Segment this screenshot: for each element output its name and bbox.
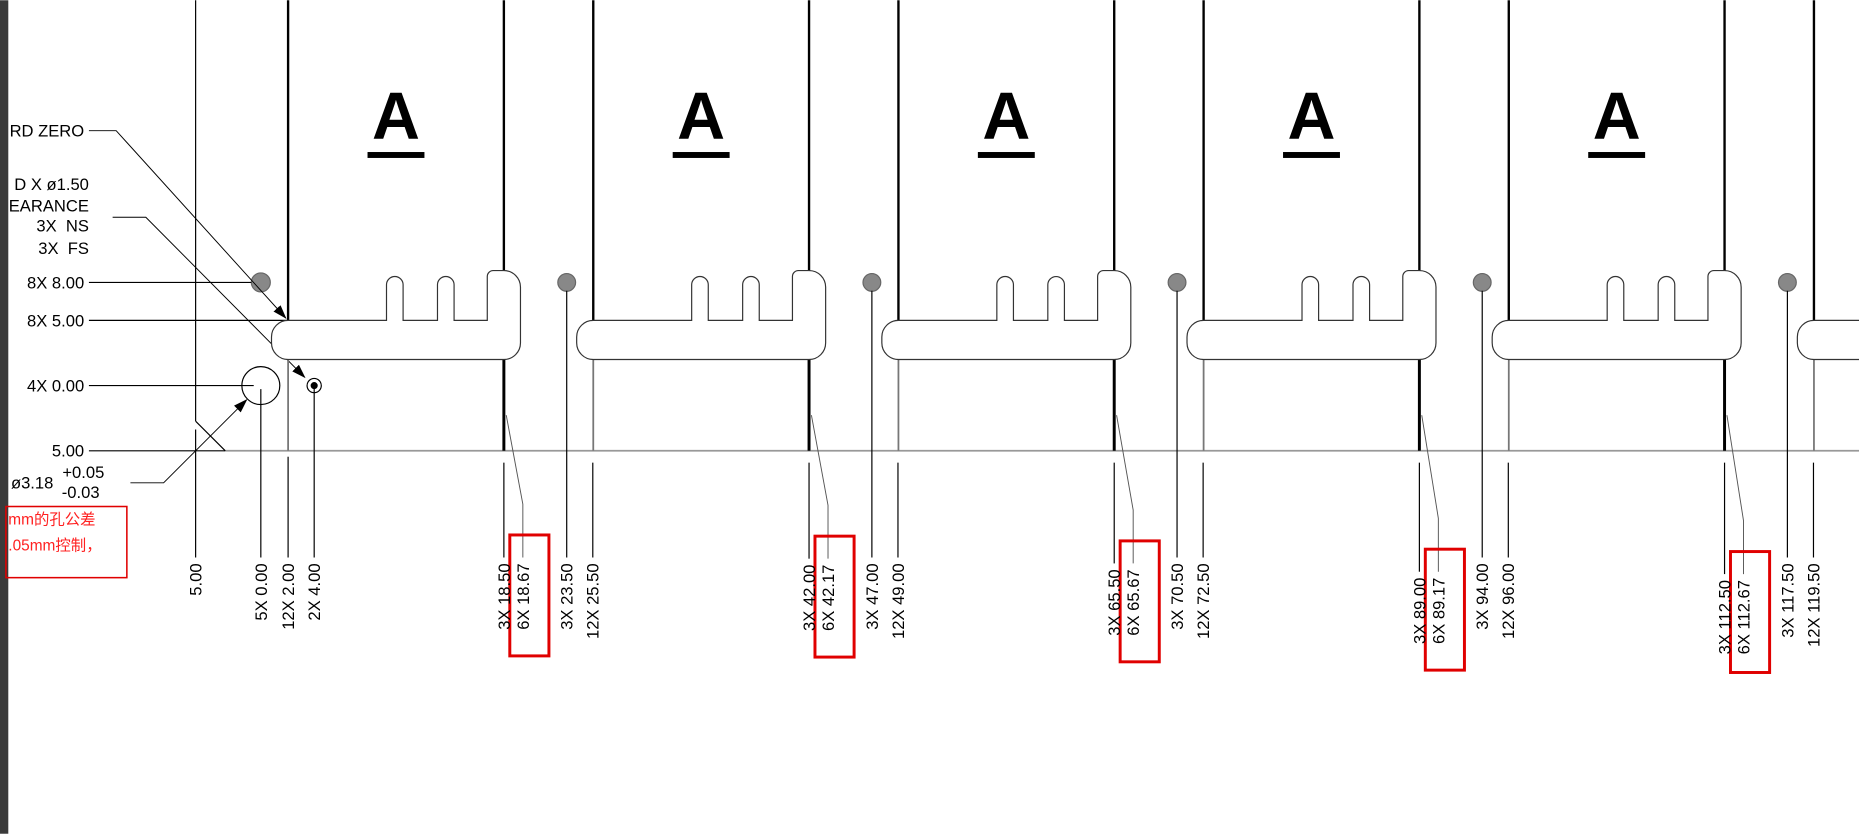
part-outline [576,269,827,361]
dim-label-highlighted: 6X 18.67 [514,563,533,629]
dim-label-edge: 3X 65.50 [1105,569,1124,635]
section-letter: A [372,80,420,154]
dim-label-pin: 3X 23.50 [558,563,577,629]
callout-ns: 3X NS [36,216,89,235]
section-letter-underline [1588,152,1646,158]
pin-dot-icon [1472,272,1492,292]
dim-label-pin: 3X 117.50 [1778,563,1797,637]
pin-dot-icon [1777,272,1797,292]
dim-label-pitch: 12X 96.00 [1499,563,1518,639]
callout-clearance: EARANCE [9,196,89,215]
pin-dot-icon [1167,272,1187,292]
section-letter-underline [672,152,730,158]
callout-datum-zero: RD ZERO [10,122,85,141]
tolerance-plus: +0.05 [62,463,104,482]
note-box [5,505,128,579]
part-outline [1491,269,1742,361]
tolerance-minus: -0.03 [62,483,100,502]
pin-dot-icon [250,272,271,293]
section-letter: A [1288,80,1336,154]
dim-label-highlighted: 6X 42.17 [819,565,838,631]
dim-label-pin: 3X 70.50 [1168,563,1187,629]
callout-hole-spec: D X ø1.50 [14,175,89,194]
part-outline [1186,269,1437,361]
left-geometry [88,0,322,558]
dim-label-highlighted: 6X 89.17 [1429,578,1448,644]
leader-line [1726,415,1744,575]
note-line-1: mm的孔公差 [8,510,95,528]
leader-line [1421,415,1439,572]
part-outline [1796,319,1859,361]
highlight-box [1118,539,1161,664]
leader-line [810,415,829,559]
leader-line [505,415,524,558]
dim-label-pitch: 12X 119.50 [1804,563,1823,647]
dim-0: 4X 0.00 [27,377,84,396]
section-letter-underline [1283,152,1340,158]
bottom-label-4: 2X 4.00 [305,563,324,620]
highlight-box [508,533,551,658]
section-letter: A [982,80,1030,154]
highlight-box [1729,550,1772,674]
note-line-2: .05mm控制， [8,536,101,554]
dim-label-edge: 3X 112.50 [1715,580,1734,654]
dim-label-highlighted: 6X 65.67 [1124,569,1143,635]
dim-label-pitch: 12X 72.50 [1194,563,1213,639]
left-frame-border [0,0,9,834]
section-letter: A [677,80,725,154]
highlight-box [813,534,856,659]
bottom-label-2: 12X 2.00 [279,563,298,629]
leader-line [1116,415,1134,564]
pin-dot-icon [862,272,882,292]
hole-diameter: ø3.18 [11,474,53,493]
dim-label-edge: 3X 89.00 [1410,578,1429,644]
dim-label-pitch: 12X 49.00 [889,563,908,639]
dim-label-pitch: 12X 25.50 [584,563,603,639]
dim-8: 8X 8.00 [27,273,84,292]
highlight-box [1423,547,1466,672]
part-block [1796,0,1859,451]
section-letter-underline [367,152,425,158]
dim-label-highlighted: 6X 112.67 [1734,580,1753,654]
section-letter: A [1593,80,1641,154]
bottom-label-0: 5X 0.00 [252,563,271,620]
dim-5: 8X 5.00 [27,311,84,330]
dim-label-edge: 3X 42.00 [800,565,819,631]
dim-label-pin: 3X 94.00 [1473,563,1492,629]
dim-label-edge: 3X 18.50 [495,563,514,629]
section-letter-underline [977,152,1035,158]
dim-neg5: 5.00 [52,442,84,461]
callout-fs: 3X FS [38,239,89,258]
dim-label-pin: 3X 47.00 [863,563,882,629]
pin-dot-icon [557,272,577,292]
part-outline [881,269,1132,361]
part-outline [270,269,522,361]
bottom-label-5: 5.00 [187,563,206,595]
